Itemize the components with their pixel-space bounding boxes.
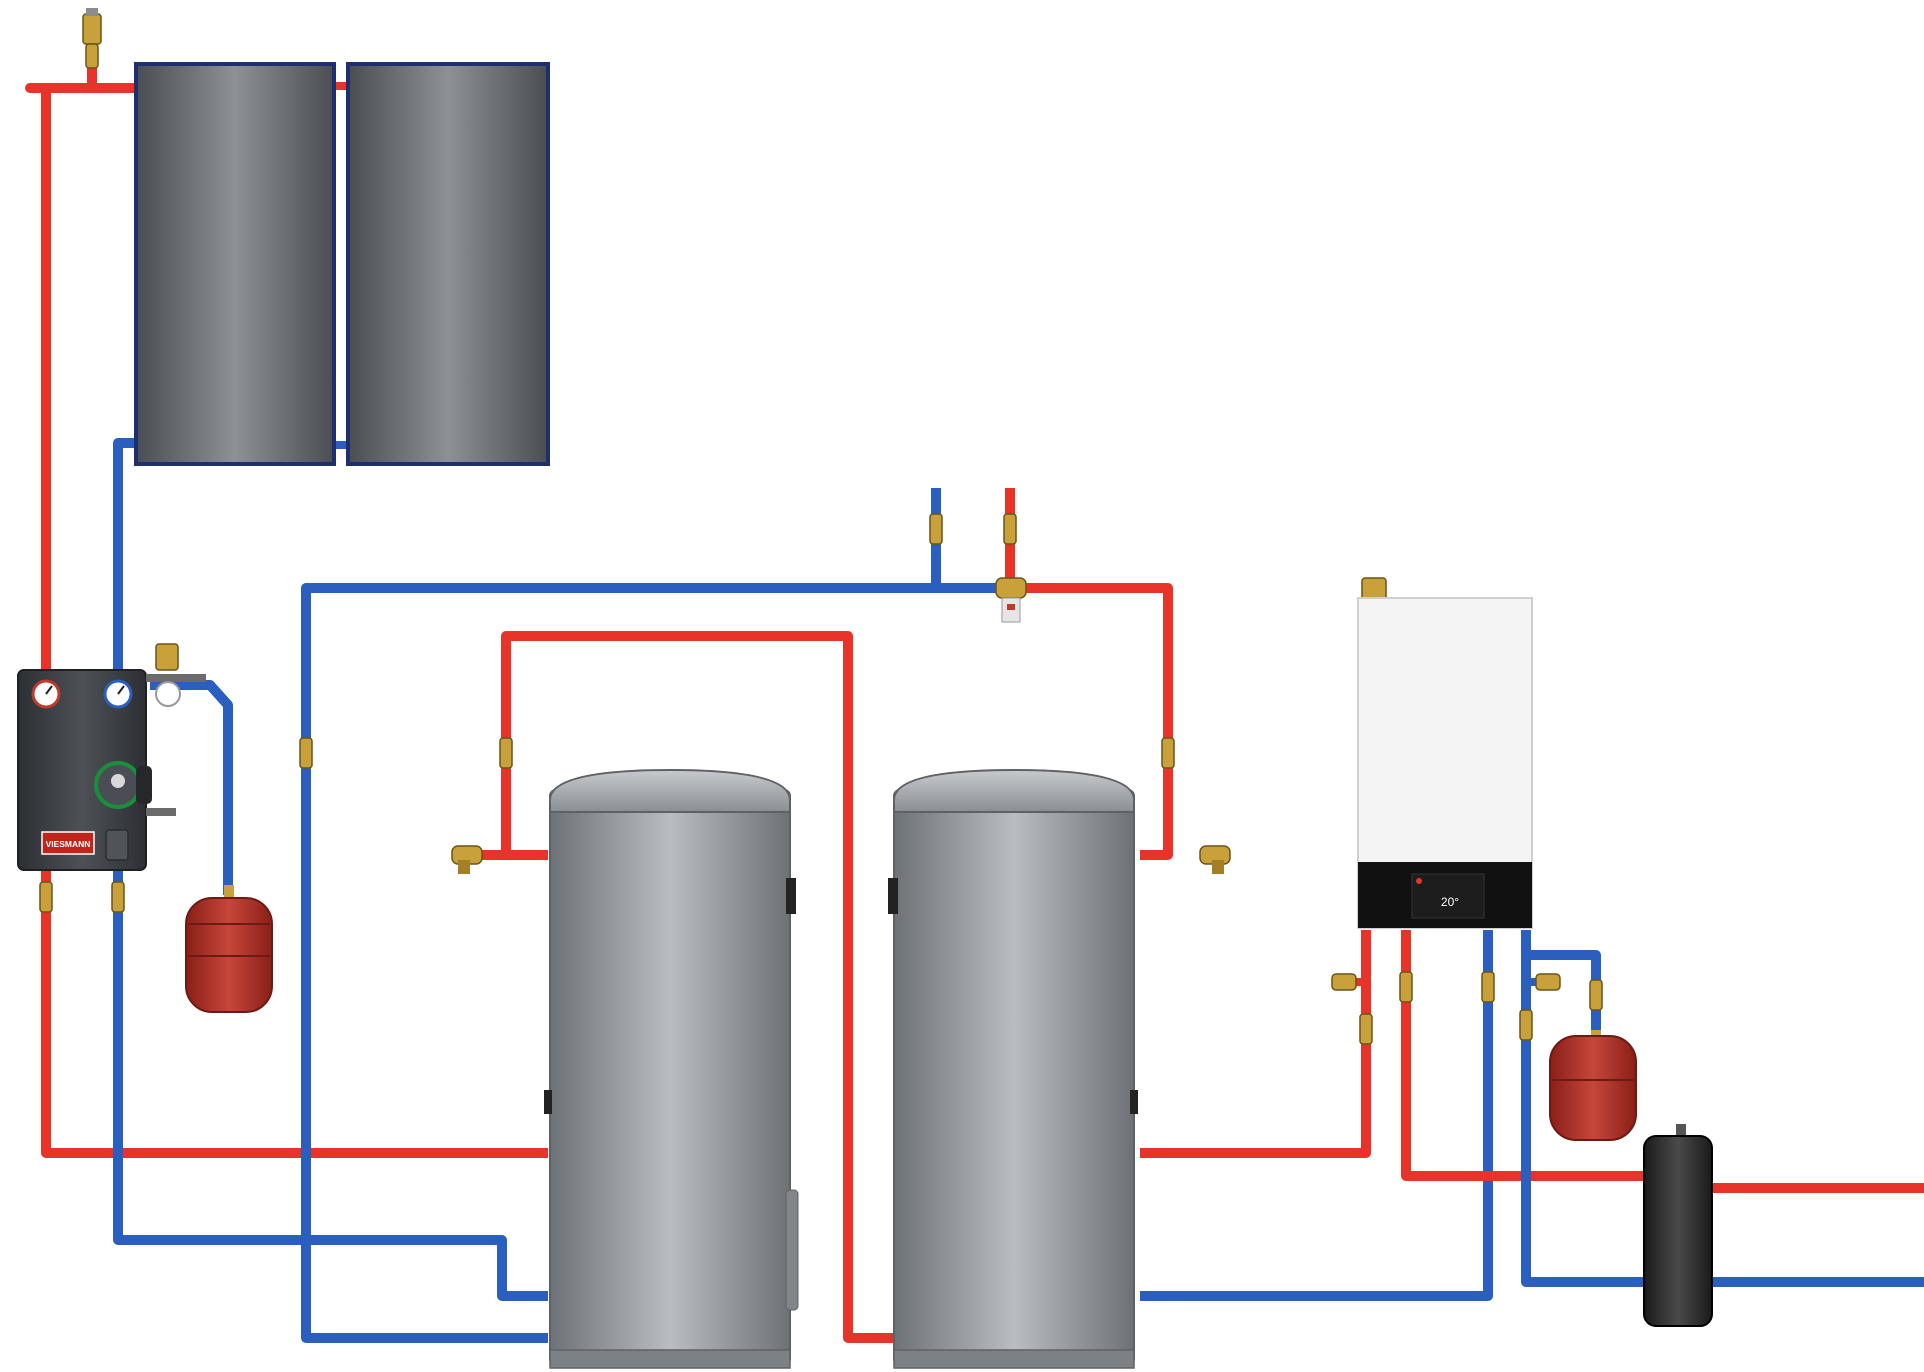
ball-valve-icon — [1161, 737, 1175, 769]
solar-expansion-vessel — [185, 885, 273, 1013]
station-cover-knob — [136, 766, 152, 804]
ball-valve-icon — [1519, 1009, 1533, 1041]
pipe-network — [25, 40, 1924, 1343]
solar-pump-station: VIESMANN — [17, 669, 206, 871]
solar-collector-left — [134, 62, 336, 466]
ball-valve-icon — [1481, 971, 1495, 1003]
ball-valve-icon — [299, 737, 313, 769]
tank1-safety-valve-icon — [451, 845, 483, 874]
controller-box — [105, 829, 129, 861]
tank2-safety-valve-icon — [1199, 845, 1231, 874]
brand-plate — [41, 831, 95, 855]
ball-valve-icon — [1359, 1013, 1373, 1045]
pressure-gauge-icon — [103, 679, 133, 709]
tank2-hot-outlet — [1010, 583, 1173, 860]
air-vent-icon — [82, 8, 102, 45]
ball-valve-icon — [85, 43, 99, 69]
ball-valve-icon — [929, 513, 943, 545]
station-vessel-pipe — [150, 680, 233, 895]
ball-valve-icon — [1003, 513, 1017, 545]
solar-return-pipe — [113, 438, 134, 672]
boiler-return-from-separator — [1521, 930, 1644, 1287]
thermometer-icon — [31, 679, 61, 709]
boiler-return-valve-icon — [1535, 973, 1561, 991]
boiler-coil-return — [1140, 930, 1493, 1301]
solar-collector-right — [346, 62, 550, 466]
ball-valve-icon — [499, 737, 513, 769]
brand-label: VIESMANN — [46, 839, 91, 849]
boiler-coil-flow — [1140, 930, 1371, 1158]
solar-return-pipe-lower — [113, 870, 548, 1301]
safety-valve-icon — [155, 643, 181, 707]
solar-collector-array — [134, 62, 550, 466]
gas-boiler: 20° — [1357, 577, 1533, 929]
tank-transfer-pipe — [501, 631, 896, 1343]
storage-tank-boiler — [888, 768, 1138, 1369]
hydraulic-separator — [1643, 1124, 1713, 1327]
ball-valve-icon — [1399, 971, 1413, 1003]
boiler-vessel-pipe — [1526, 950, 1601, 1035]
ball-valve-group — [39, 43, 1603, 1045]
pump-icon — [94, 761, 142, 809]
boiler-expansion-vessel — [1549, 1030, 1637, 1141]
mixing-valve-icon — [995, 577, 1027, 623]
cold-water-main — [301, 488, 941, 1343]
boiler-flow-valve-icon — [1331, 973, 1357, 991]
ball-valve-icon — [39, 881, 53, 913]
ball-valve-icon — [111, 881, 125, 913]
solar-flow-pipe — [25, 83, 134, 670]
boiler-display-temperature: 20° — [1441, 895, 1459, 909]
solar-flow-pipe-lower — [41, 870, 548, 1158]
ball-valve-icon — [1589, 979, 1603, 1011]
storage-tank-solar — [544, 768, 799, 1369]
